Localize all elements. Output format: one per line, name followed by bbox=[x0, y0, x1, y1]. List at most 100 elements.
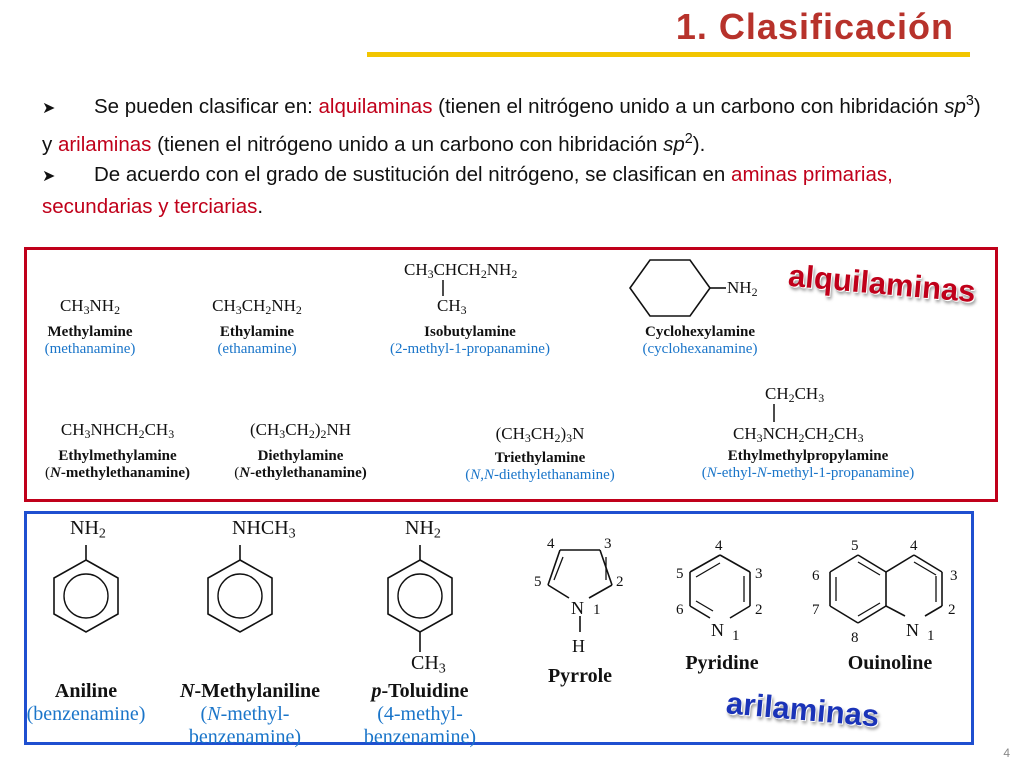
alkylamines-frame bbox=[24, 247, 998, 502]
pyrrole-num-1: 1 bbox=[593, 602, 601, 618]
pyrrole-name: Pyrrole bbox=[547, 665, 613, 687]
diethylamine-formula: (CH3CH2)2NH bbox=[250, 420, 351, 441]
aniline-name: Aniline bbox=[54, 680, 118, 702]
term-alquilaminas: alquilaminas bbox=[318, 94, 433, 118]
quinoline-num-3: 3 bbox=[950, 568, 958, 584]
term-arilaminas: arilaminas bbox=[57, 132, 152, 156]
ethylamine-iupac: (ethanamine) bbox=[217, 340, 297, 357]
bullet-2-text: De acuerdo con el grado de sustitución d… bbox=[94, 162, 732, 186]
n-methylaniline: N-Methylaniline (N-methyl-benzenamine) bbox=[180, 680, 320, 749]
hybrid-sup-2: 2 bbox=[684, 130, 693, 147]
bullet-1-text-2: (tienen el nitrógeno unido a un carbono … bbox=[432, 94, 945, 118]
page-number: 4 bbox=[1003, 746, 1010, 760]
n-methylaniline-iupac: (N-methyl-benzenamine) bbox=[188, 703, 302, 748]
pyrrole-num-3: 3 bbox=[604, 536, 612, 552]
p-toluidine-name: p-Toluidine bbox=[371, 680, 469, 702]
emp-formula-main: CH3NCH2CH2CH3 bbox=[733, 424, 864, 445]
diethylamine: (CH3CH2)2NH Diethylamine (N-ethylethanam… bbox=[218, 420, 383, 482]
triethylamine-formula: (CH3CH2)3N bbox=[495, 424, 585, 445]
quinoline-num-2: 2 bbox=[948, 602, 956, 618]
p-toluidine-iupac: (4-methyl-benzenamine) bbox=[363, 703, 477, 748]
slide-title: 1. Clasificación bbox=[675, 6, 954, 47]
methylamine-formula: CH3NH2 bbox=[59, 296, 121, 317]
arrow-bullet-icon: ➤ bbox=[42, 167, 56, 185]
arrow-bullet-icon: ➤ bbox=[42, 99, 56, 117]
pyridine-num-6: 6 bbox=[676, 602, 684, 618]
bullet-1-text: Se pueden clasificar en: bbox=[94, 94, 319, 118]
methylamine-iupac: (methanamine) bbox=[44, 340, 136, 357]
ethylamine-formula: CH3CH2NH2 bbox=[212, 296, 302, 317]
methylamine-name: Methylamine bbox=[47, 323, 133, 340]
title-underline bbox=[367, 52, 970, 57]
quinoline-name: Ouinoline bbox=[847, 652, 933, 674]
pyrrole-n: N bbox=[571, 598, 584, 618]
p-toluidine-ring bbox=[387, 545, 453, 652]
ethylmethylamine-formula: CH3NHCH2CH3 bbox=[60, 420, 175, 441]
bullet-1-end: ). bbox=[692, 132, 706, 156]
cyclohexylamine-name: Cyclohexylamine bbox=[645, 324, 755, 340]
quinoline-num-8: 8 bbox=[851, 630, 859, 646]
p-toluidine-group: NH2 bbox=[405, 517, 441, 542]
cyclohexylamine: Cyclohexylamine (cyclohexanamine) bbox=[610, 324, 790, 358]
quinoline-num-6: 6 bbox=[812, 568, 820, 584]
pyridine-num-1: 1 bbox=[732, 628, 740, 644]
p-toluidine: p-Toluidine (4-methyl-benzenamine) bbox=[355, 680, 485, 749]
aniline-group: NH2 bbox=[70, 517, 106, 542]
quinoline-structure: N 1 2 3 4 5 6 7 8 bbox=[812, 538, 958, 646]
pyrrole-num-4: 4 bbox=[547, 536, 555, 552]
quinoline-num-7: 7 bbox=[812, 602, 820, 618]
emp-name: Ethylmethylpropylamine bbox=[727, 448, 889, 464]
pyrrole-h: H bbox=[572, 636, 585, 656]
pyridine-num-2: 2 bbox=[755, 602, 763, 618]
arylamines-frame bbox=[24, 511, 974, 745]
n-methylaniline-name: N-Methylaniline bbox=[180, 680, 320, 702]
pyrrole-num-2: 2 bbox=[616, 574, 624, 590]
pyrrole-num-5: 5 bbox=[534, 574, 542, 590]
diethylamine-name: Diethylamine bbox=[257, 447, 344, 464]
pyridine-structure: N 1 2 3 4 5 6 bbox=[676, 538, 763, 644]
cyclohexylamine-group: NH2 bbox=[727, 278, 758, 299]
diethylamine-iupac: (N-ethylethanamine) bbox=[234, 464, 367, 481]
pyrrole-structure: N H 1 2 3 4 5 bbox=[534, 536, 624, 656]
bullet-list: ➤ Se pueden clasificar en: alquilaminas (… bbox=[42, 86, 982, 222]
isobutylamine-iupac: (2-methyl-1-propanamine) bbox=[390, 341, 550, 357]
ethylamine: CH3CH2NH2 Ethylamine (ethanamine) bbox=[192, 296, 322, 358]
pyridine-num-5: 5 bbox=[676, 566, 684, 582]
ethylmethylamine-iupac: (N-methylethanamine) bbox=[45, 464, 190, 481]
bullet-1-text-3: ) y bbox=[42, 94, 981, 156]
cyclohexane-ring bbox=[629, 259, 726, 317]
isobutylamine: Isobutylamine (2-methyl-1-propanamine) bbox=[350, 324, 590, 358]
pyridine-n: N bbox=[711, 620, 724, 640]
ethylamine-name: Ethylamine bbox=[219, 323, 295, 340]
bullet-1: ➤ Se pueden clasificar en: alquilaminas (… bbox=[42, 86, 982, 160]
aniline-ring bbox=[53, 545, 119, 633]
ethylmethylamine: CH3NHCH2CH3 Ethylmethylamine (N-methylet… bbox=[30, 420, 205, 482]
pyridine-num-4: 4 bbox=[715, 538, 723, 554]
pyridine-name: Pyridine bbox=[685, 652, 759, 674]
p-toluidine-methyl: CH3 bbox=[411, 652, 446, 677]
triethylamine-name: Triethylamine bbox=[494, 449, 586, 466]
quinoline-n: N bbox=[906, 620, 919, 640]
hybrid-sup-3: 3 bbox=[965, 93, 974, 109]
isobutylamine-formula-top: CH3CHCH2NH2 bbox=[404, 260, 518, 281]
n-methylaniline-ring bbox=[207, 545, 273, 633]
ethylmethylpropylamine: Ethylmethylpropylamine (N-ethyl-N-methyl… bbox=[668, 448, 948, 482]
term-aminas-grado: aminas primarias, secundarias y terciari… bbox=[42, 162, 893, 218]
quinoline-num-5: 5 bbox=[851, 538, 859, 554]
pyridine-num-3: 3 bbox=[755, 566, 763, 582]
emp-iupac: (N-ethyl-N-methyl-1-propanamine) bbox=[701, 465, 915, 481]
emp-formula-top: CH2CH3 bbox=[765, 384, 825, 405]
hybrid-sp: sp bbox=[944, 94, 966, 118]
triethylamine-iupac: (N,N-diethylethanamine) bbox=[465, 466, 615, 483]
bullet-1-text-4: (tienen el nitrógeno unido a un carbono … bbox=[151, 132, 664, 156]
quinoline-num-4: 4 bbox=[910, 538, 918, 554]
triethylamine: (CH3CH2)3N Triethylamine (N,N-diethyleth… bbox=[440, 424, 640, 484]
isobutylamine-formula-branch: CH3 bbox=[437, 296, 467, 317]
aniline: Aniline (benzenamine) bbox=[24, 680, 148, 726]
isobutylamine-name: Isobutylamine bbox=[424, 324, 516, 340]
quinoline-num-1: 1 bbox=[927, 628, 935, 644]
isobutylamine-bond bbox=[442, 280, 444, 296]
bullet-2: ➤ De acuerdo con el grado de sustitución … bbox=[42, 160, 982, 222]
bullet-2-end: . bbox=[257, 194, 264, 218]
ethylmethylamine-name: Ethylmethylamine bbox=[58, 447, 177, 464]
